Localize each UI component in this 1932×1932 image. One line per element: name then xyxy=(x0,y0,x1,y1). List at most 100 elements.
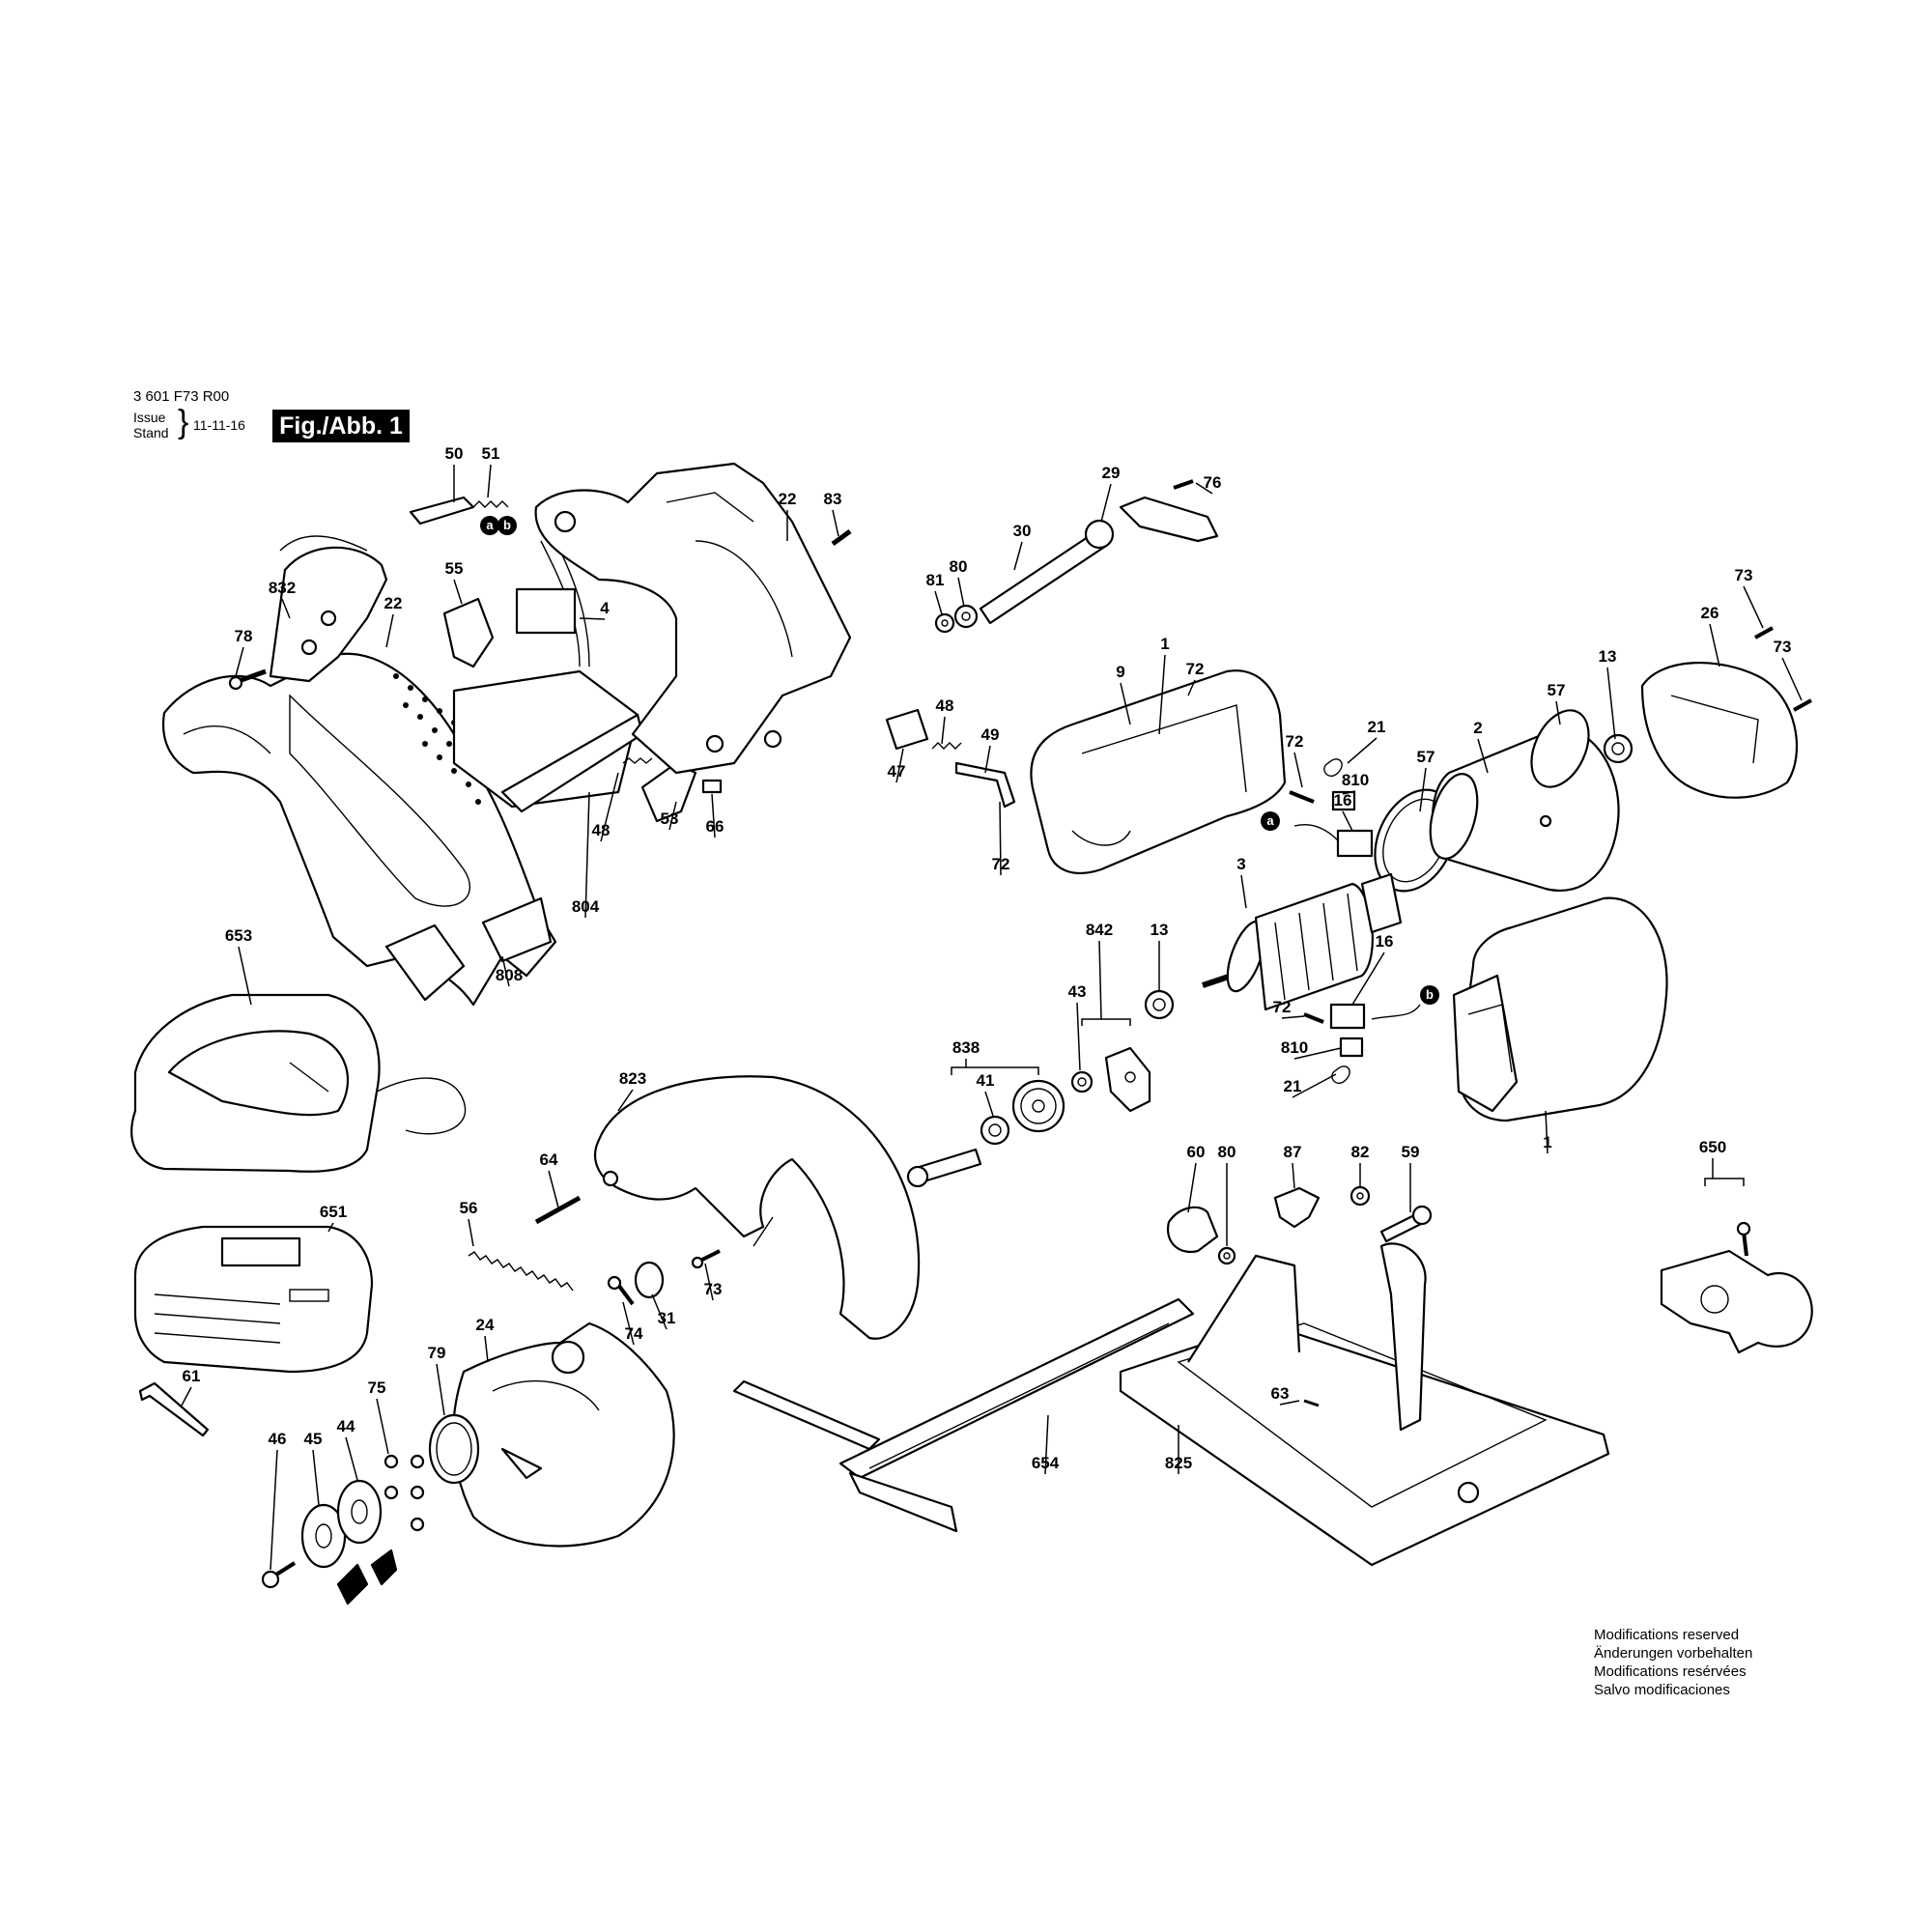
leader-line xyxy=(487,464,492,498)
connector-ref-label: a xyxy=(486,518,494,532)
leader-line xyxy=(622,1301,635,1346)
part-label-72: 72 xyxy=(1273,998,1292,1016)
leader-line xyxy=(651,1293,668,1330)
leader-line xyxy=(832,509,839,537)
issue-date: 11-11-16 xyxy=(193,417,245,433)
right-handle-housing xyxy=(534,462,852,775)
part-label-1: 1 xyxy=(1543,1133,1551,1151)
modifications-notice: Modifications reserved Änderungen vorbeh… xyxy=(1594,1626,1752,1699)
pin-64 xyxy=(534,1195,582,1225)
leader-line xyxy=(501,955,510,987)
part-label-60: 60 xyxy=(1187,1143,1206,1161)
leader-line xyxy=(312,1449,320,1506)
leader-line xyxy=(704,1263,714,1301)
bearing-13-top xyxy=(1603,733,1634,764)
leader-line xyxy=(1281,1015,1305,1019)
part-label-654: 654 xyxy=(1032,1454,1060,1472)
document-number: 3 601 F73 R00 xyxy=(133,388,230,405)
leader-line xyxy=(1187,1162,1197,1213)
part-label-72: 72 xyxy=(1286,732,1304,751)
leader-line xyxy=(1545,1110,1548,1154)
lock-bracket xyxy=(269,535,388,683)
part-66 xyxy=(701,779,723,794)
part-label-43: 43 xyxy=(1068,982,1087,1001)
figure-badge: Fig./Abb. 1 xyxy=(272,410,410,442)
leader-line xyxy=(181,1386,192,1406)
part-label-21: 21 xyxy=(1284,1077,1302,1095)
ring-57-right xyxy=(1530,709,1590,788)
part-label-653: 653 xyxy=(225,926,252,945)
part-label-31: 31 xyxy=(658,1309,676,1327)
motor-housing-1 xyxy=(1030,669,1287,874)
base-plate-825 xyxy=(1119,1242,1610,1567)
part-label-810: 810 xyxy=(1281,1038,1308,1057)
part-label-22: 22 xyxy=(384,594,403,612)
leader-line xyxy=(385,613,394,648)
leader-line xyxy=(484,1335,489,1363)
spring-51 xyxy=(472,500,509,508)
rip-fence-654 xyxy=(732,1297,1195,1533)
modifications-line-de: Änderungen vorbehalten xyxy=(1594,1645,1753,1662)
leader-line xyxy=(1044,1414,1049,1475)
spring-48-top xyxy=(931,742,962,750)
part-label-59: 59 xyxy=(1402,1143,1420,1161)
leader-line xyxy=(668,801,677,831)
part-label-1: 1 xyxy=(1160,635,1169,653)
part-label-810: 810 xyxy=(1342,771,1369,789)
leader-line xyxy=(1100,483,1112,523)
leader-line xyxy=(1158,654,1166,735)
part-label-13: 13 xyxy=(1151,921,1169,939)
part-label-76: 76 xyxy=(1204,473,1222,492)
leader-line xyxy=(1419,767,1427,812)
lower-blade-guard-24 xyxy=(451,1321,675,1548)
leader-line xyxy=(1293,752,1303,788)
part-label-29: 29 xyxy=(1102,464,1121,482)
leader-line xyxy=(1195,482,1213,495)
part-label-53: 53 xyxy=(661,810,679,828)
leader-line xyxy=(1076,1002,1081,1071)
bracket-838 xyxy=(951,1066,1039,1075)
spanner-tools xyxy=(336,1548,398,1605)
leader-line xyxy=(984,745,991,774)
washer-81-80 xyxy=(934,604,979,634)
part-label-63: 63 xyxy=(1271,1384,1290,1403)
part-label-832: 832 xyxy=(269,579,296,597)
slider-part-50 xyxy=(409,496,475,526)
leader-line xyxy=(1279,1400,1300,1406)
part-label-13: 13 xyxy=(1599,647,1617,666)
shaft-838 xyxy=(906,1148,982,1188)
part-label-48: 48 xyxy=(592,821,611,839)
part-label-808: 808 xyxy=(496,966,523,984)
bearing-41 xyxy=(980,1115,1010,1146)
part-label-16: 16 xyxy=(1334,791,1352,810)
part-label-9: 9 xyxy=(1116,663,1124,681)
leader-line xyxy=(1347,737,1378,764)
part-label-46: 46 xyxy=(269,1430,287,1448)
leader-line xyxy=(941,716,946,745)
part-label-66: 66 xyxy=(706,817,724,836)
brace-glyph: } xyxy=(178,404,189,440)
leader-line xyxy=(453,579,463,605)
washer-82 xyxy=(1350,1185,1371,1207)
electronics-module xyxy=(452,540,644,813)
screw-83 xyxy=(831,528,852,547)
part-label-45: 45 xyxy=(304,1430,323,1448)
part-label-3: 3 xyxy=(1236,855,1245,873)
leader-line xyxy=(984,1091,994,1117)
leader-line xyxy=(1187,679,1196,696)
part-label-78: 78 xyxy=(235,627,253,645)
part-label-73: 73 xyxy=(1774,638,1792,656)
screw-74 xyxy=(607,1275,635,1306)
bearing-43 xyxy=(1070,1070,1094,1094)
bracket-842 xyxy=(1104,1046,1151,1113)
leader-line xyxy=(1098,940,1102,1020)
bushing-29 xyxy=(1084,519,1115,550)
knob-60 xyxy=(1166,1206,1219,1254)
brush-assembly-upper xyxy=(1289,758,1374,858)
part-label-55: 55 xyxy=(445,559,464,578)
part-label-41: 41 xyxy=(977,1071,995,1090)
armature-3 xyxy=(1202,872,1403,1011)
brush-assembly-lower xyxy=(1303,1003,1421,1085)
